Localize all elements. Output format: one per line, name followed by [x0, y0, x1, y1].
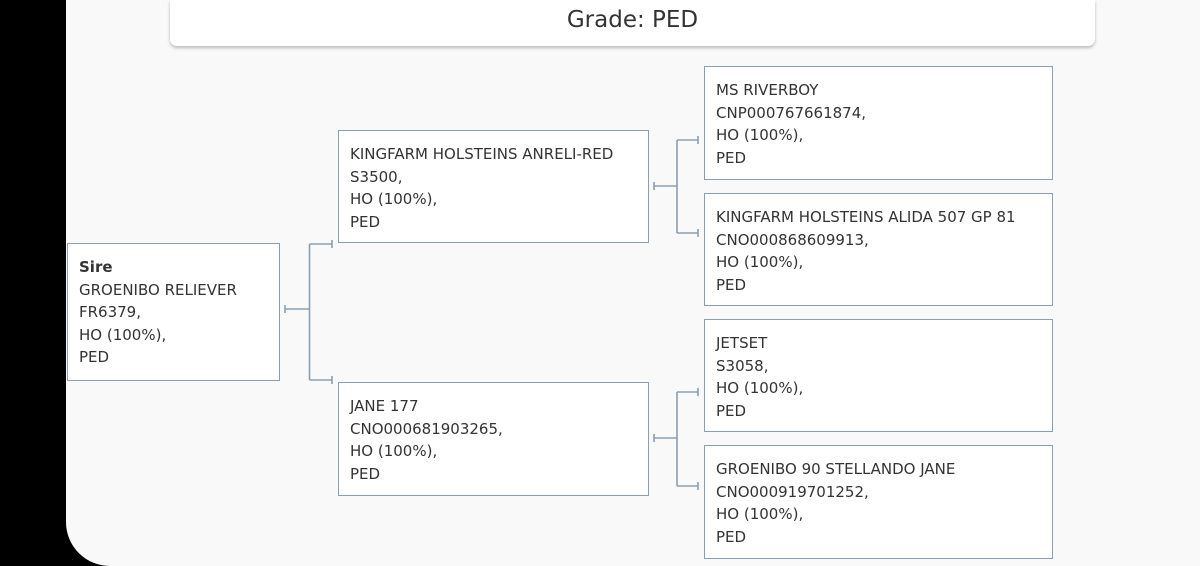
sire-dam-dam-grade: PED — [716, 527, 747, 546]
sire-dam-name: JANE 177 — [350, 397, 419, 415]
sire-sire-sire-name: MS RIVERBOY — [716, 81, 819, 99]
sire-dam-node[interactable]: JANE 177 CNO000681903265, HO (100%), PED — [338, 382, 649, 496]
sire-dam-sire-grade: PED — [716, 401, 747, 420]
sire-breed: HO (100%), — [79, 325, 167, 344]
grade-label: Grade: PED — [566, 7, 699, 33]
sire-role-label: Sire — [79, 258, 113, 276]
sire-dam-dam-breed: HO (100%), — [716, 505, 804, 524]
sire-sire-name: KINGFARM HOLSTEINS ANRELI-RED — [350, 145, 614, 163]
sire-sire-sire-breed: HO (100%), — [716, 126, 804, 145]
sire-name: GROENIBO RELIEVER — [79, 280, 237, 299]
grade-header: Grade: PED — [170, 0, 1095, 46]
sire-sire-dam-grade: PED — [716, 275, 747, 294]
sire-dam-sire-name: JETSET — [716, 334, 768, 352]
sire-sire-node[interactable]: KINGFARM HOLSTEINS ANRELI-RED S3500, HO … — [338, 130, 649, 243]
sire-node[interactable]: Sire GROENIBO RELIEVER FR6379, HO (100%)… — [67, 243, 280, 381]
sire-sire-sire-id: CNP000767661874, — [716, 103, 867, 122]
sire-dam-grade: PED — [350, 464, 381, 483]
sire-dam-id: CNO000681903265, — [350, 419, 503, 438]
sire-dam-dam-id: CNO000919701252, — [716, 482, 869, 501]
sire-dam-dam-node[interactable]: GROENIBO 90 STELLANDO JANE CNO0009197012… — [704, 445, 1053, 559]
sire-dam-sire-id: S3058, — [716, 356, 769, 375]
sire-sire-dam-breed: HO (100%), — [716, 253, 804, 272]
sire-sire-id: S3500, — [350, 167, 403, 186]
sire-sire-sire-grade: PED — [716, 148, 747, 167]
sire-grade: PED — [79, 348, 110, 367]
sire-dam-sire-node[interactable]: JETSET S3058, HO (100%), PED — [704, 319, 1053, 432]
sire-sire-sire-node[interactable]: MS RIVERBOY CNP000767661874, HO (100%), … — [704, 66, 1053, 180]
sire-sire-dam-node[interactable]: KINGFARM HOLSTEINS ALIDA 507 GP 81 CNO00… — [704, 193, 1053, 306]
sire-id: FR6379, — [79, 303, 141, 322]
sire-sire-breed: HO (100%), — [350, 190, 438, 209]
sire-dam-dam-name: GROENIBO 90 STELLANDO JANE — [716, 460, 956, 478]
sire-dam-sire-breed: HO (100%), — [716, 379, 804, 398]
sire-sire-dam-id: CNO000868609913, — [716, 230, 869, 249]
sire-sire-dam-name: KINGFARM HOLSTEINS ALIDA 507 GP 81 — [716, 208, 1016, 226]
sire-sire-grade: PED — [350, 212, 381, 231]
sire-dam-breed: HO (100%), — [350, 442, 438, 461]
